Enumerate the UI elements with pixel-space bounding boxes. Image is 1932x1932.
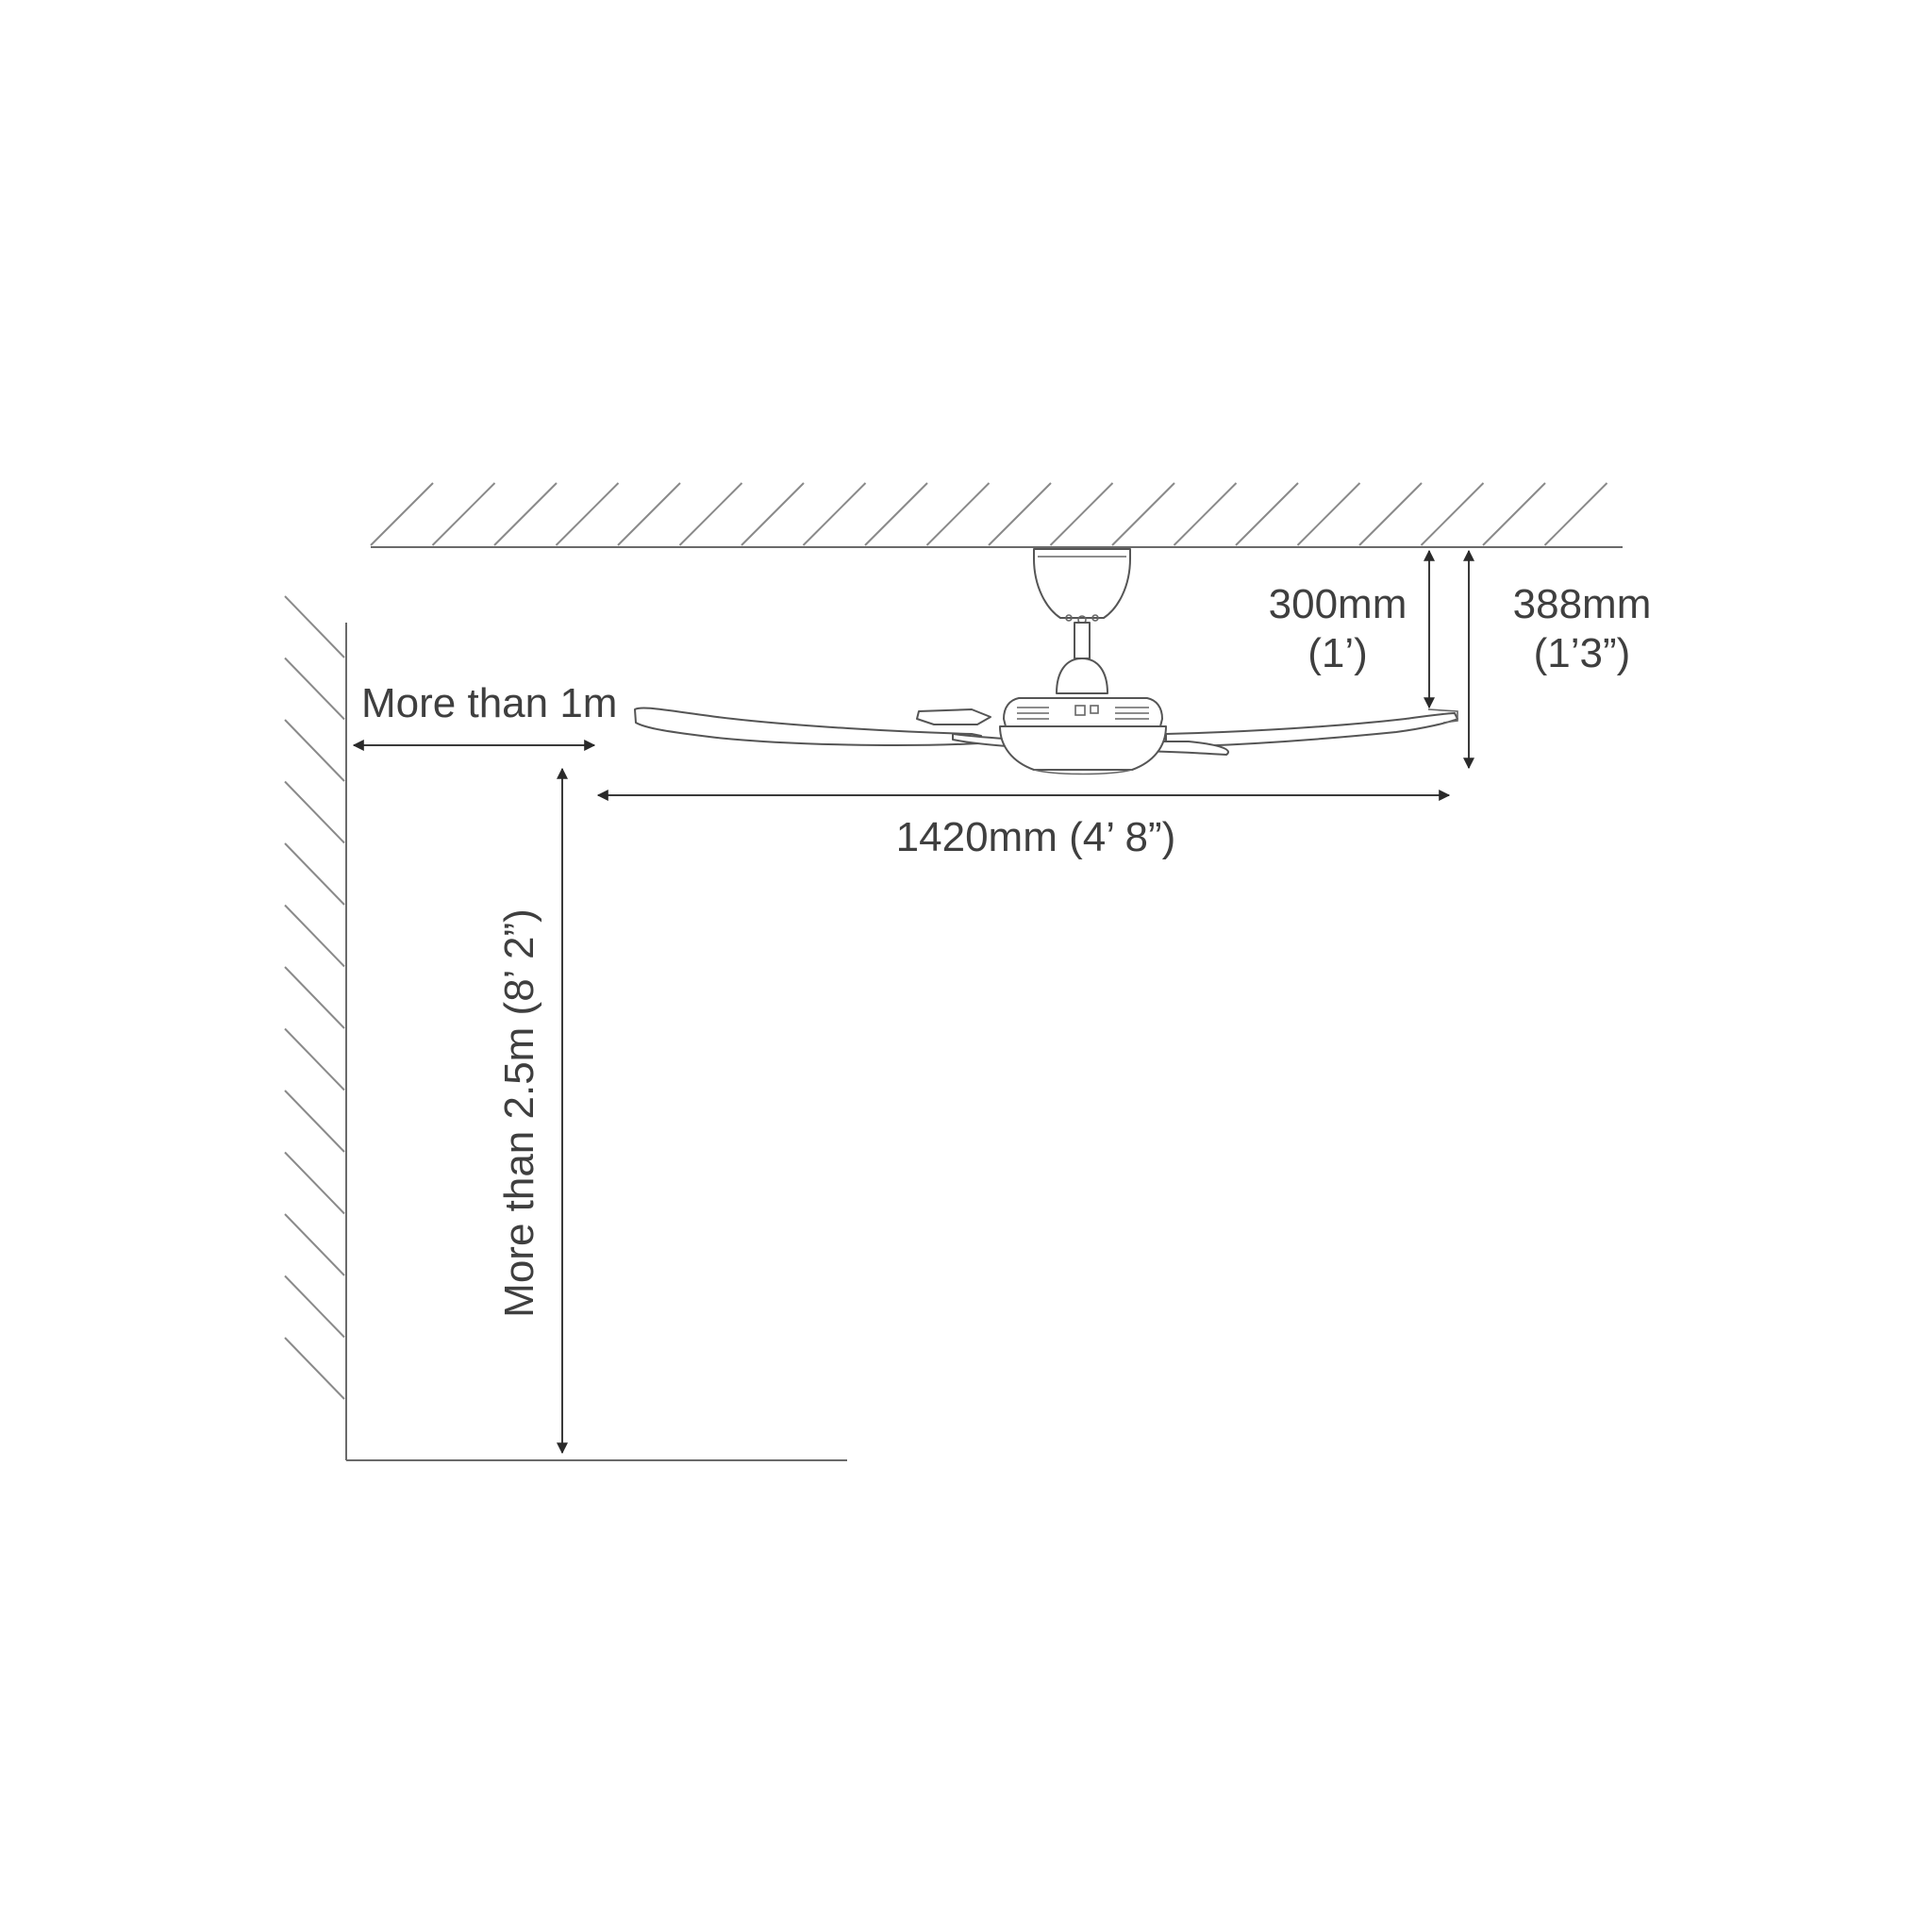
wall-hatch-line bbox=[284, 1151, 345, 1215]
fan-motor-housing bbox=[1003, 697, 1163, 727]
floor-clearance-label: More than 2.5m (8’ 2”) bbox=[496, 908, 542, 1318]
total-height-imperial-label: (1’3”) bbox=[1534, 630, 1631, 676]
ceiling-hatch-line bbox=[864, 482, 928, 546]
fan-light-bowl bbox=[999, 725, 1167, 771]
ceiling-hatch-line bbox=[1173, 482, 1238, 546]
wall-hatch-line bbox=[284, 1337, 345, 1400]
drop-mm-label: 300mm bbox=[1269, 581, 1407, 627]
wall-hatch-line bbox=[284, 595, 345, 658]
ceiling-hatch-line bbox=[1543, 482, 1608, 546]
ceiling-hatch-line bbox=[678, 482, 743, 546]
fan-canopy bbox=[1033, 548, 1131, 619]
wall-clearance-label: More than 1m bbox=[361, 680, 617, 726]
fan-downrod bbox=[1074, 622, 1091, 659]
ceiling-hatch-line bbox=[1049, 482, 1114, 546]
ceiling-hatch-line bbox=[802, 482, 867, 546]
ceiling-hatch-line bbox=[741, 482, 805, 546]
fan-blade-right bbox=[1165, 712, 1458, 748]
fan-motor-top bbox=[1056, 658, 1108, 694]
ceiling-hatch-line bbox=[1111, 482, 1175, 546]
wall bbox=[284, 595, 347, 1460]
ceiling-hatch-line bbox=[1235, 482, 1299, 546]
ceiling-hatch-line bbox=[370, 482, 434, 546]
wall-hatch-line bbox=[284, 1213, 345, 1276]
ceiling-hatch-line bbox=[1482, 482, 1546, 546]
ceiling-hatch-line bbox=[1358, 482, 1423, 546]
ceiling-hatch-line bbox=[555, 482, 620, 546]
ceiling-fan bbox=[634, 548, 1458, 775]
ceiling-hatch-line bbox=[617, 482, 681, 546]
wall-hatch bbox=[284, 595, 345, 1400]
ceiling-hatch-line bbox=[431, 482, 496, 546]
fan-blade-holder-left bbox=[916, 708, 991, 725]
ceiling-hatch-line bbox=[925, 482, 991, 546]
wall-hatch-line bbox=[284, 1027, 345, 1091]
wall-hatch-line bbox=[284, 904, 345, 968]
wall-hatch-line bbox=[284, 1274, 345, 1339]
ceiling-hatch-line bbox=[1296, 482, 1361, 546]
total-height-mm-label: 388mm bbox=[1513, 581, 1652, 627]
wall-hatch-line bbox=[284, 657, 345, 721]
diameter-label: 1420mm (4’ 8”) bbox=[896, 814, 1176, 860]
drop-imperial-label: (1’) bbox=[1307, 630, 1368, 676]
ceiling-hatch-line bbox=[493, 482, 558, 546]
ceiling-hatch-line bbox=[988, 482, 1052, 546]
wall-hatch-line bbox=[284, 780, 345, 844]
wall-hatch-line bbox=[284, 1090, 345, 1153]
ceiling-hatch-line bbox=[1420, 482, 1485, 546]
wall-hatch-line bbox=[284, 719, 345, 782]
ceiling-hatch bbox=[370, 482, 1608, 546]
ceiling bbox=[370, 482, 1623, 548]
wall-hatch-line bbox=[284, 842, 345, 906]
wall-hatch-line bbox=[284, 966, 345, 1029]
